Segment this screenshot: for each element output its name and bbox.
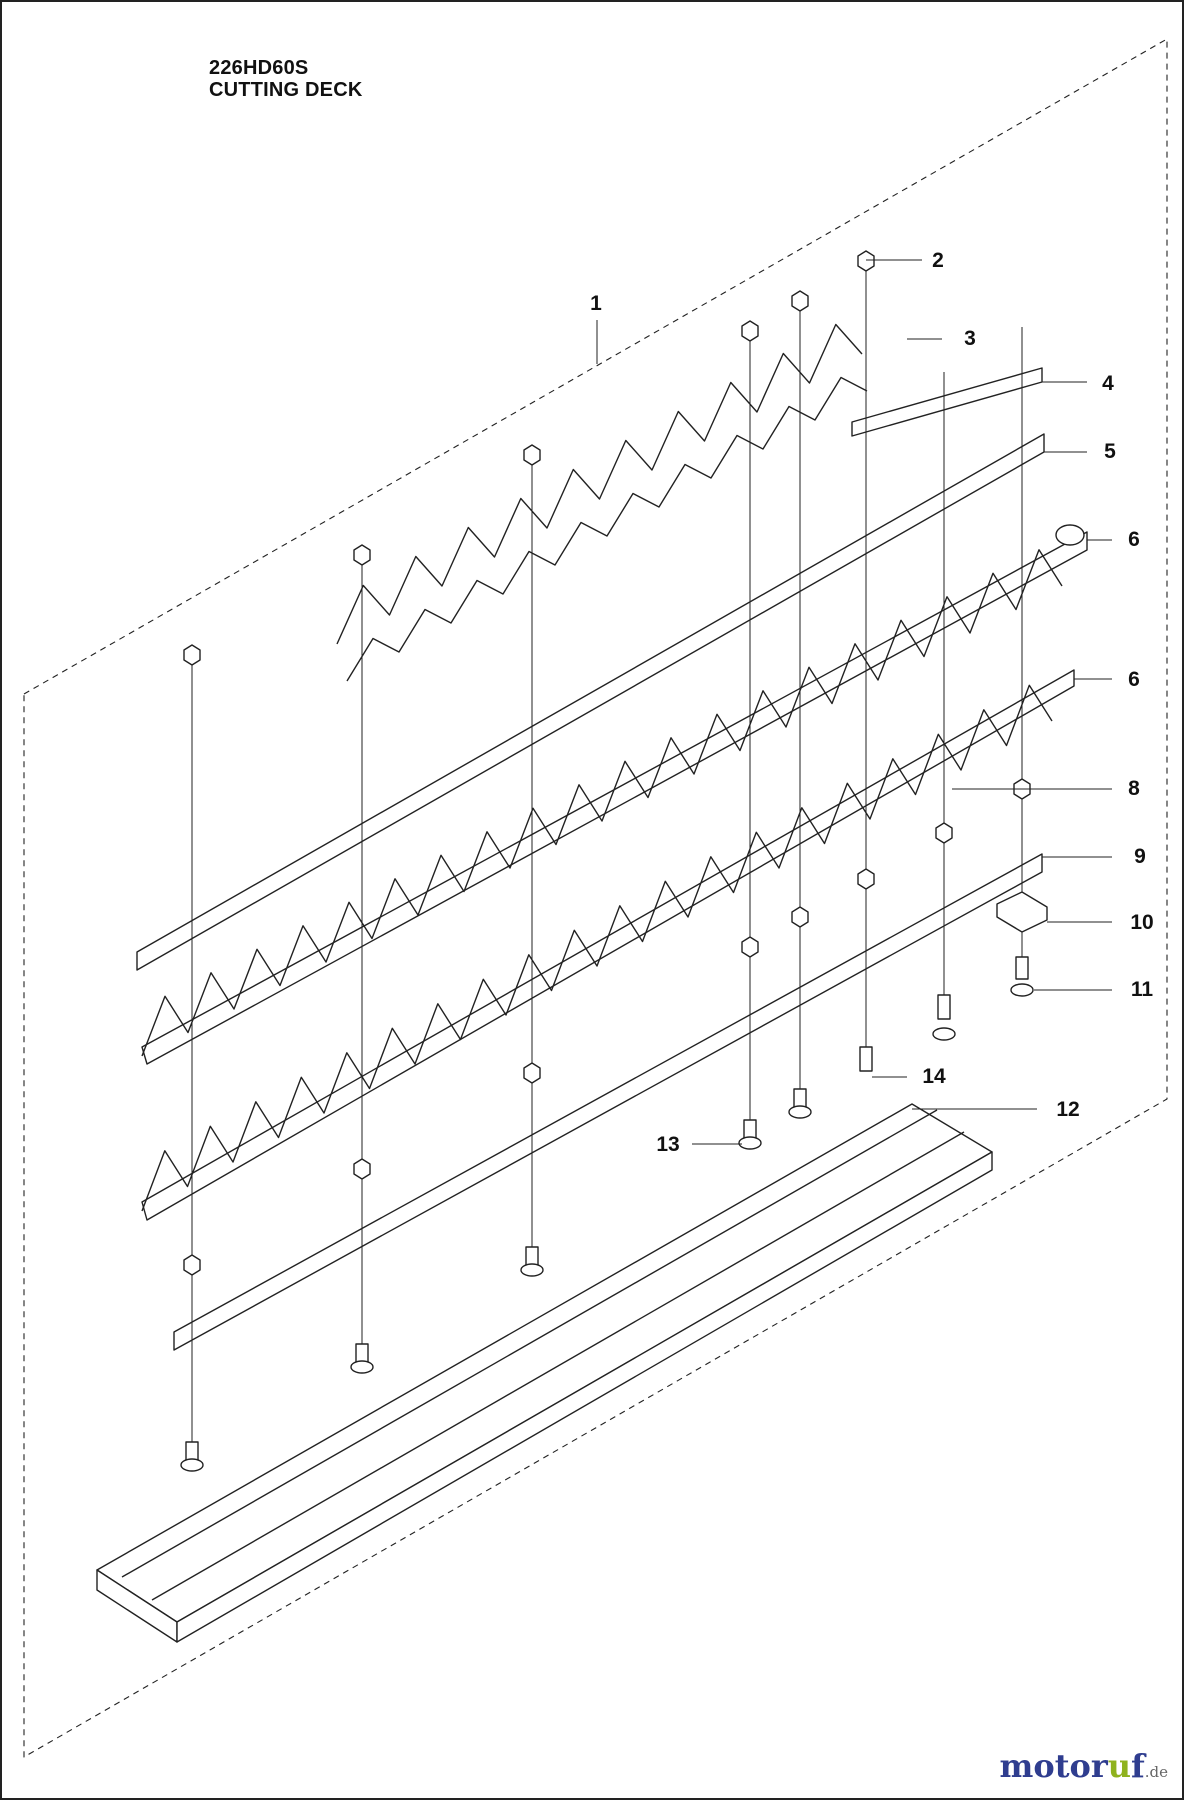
callout-part-13: 13: [656, 1133, 680, 1156]
pressure-bar-5: [136, 433, 1045, 971]
callout-part-9: 9: [1134, 845, 1146, 868]
top-nuts: [183, 250, 875, 666]
lower-blade-a: [141, 524, 1088, 1065]
callout-part-4: 4: [1102, 372, 1114, 395]
upper-blade: [336, 323, 868, 682]
pressure-bar-4: [851, 367, 1043, 437]
lower-blade-b: [141, 669, 1075, 1221]
callout-part-1: 1: [590, 292, 602, 315]
callout-part-10: 10: [1130, 911, 1154, 934]
callout-part-14: 14: [922, 1065, 946, 1088]
callout-part-2: 2: [932, 249, 944, 272]
leader-lines: [596, 259, 1112, 1145]
callout-part-11: 11: [1130, 978, 1154, 1001]
callout-part-8: 8: [1128, 777, 1140, 800]
callout-part-3: 3: [964, 327, 976, 350]
guide-rail: [96, 1103, 993, 1643]
callout-part-6b: 6: [1128, 668, 1140, 691]
bolt-axes: [191, 260, 1023, 1467]
callout-part-5: 5: [1104, 440, 1116, 463]
bottom-bolts: [180, 956, 1034, 1472]
bracket-10: [996, 891, 1048, 933]
bottom-bar-9: [173, 853, 1043, 1351]
lower-nuts: [183, 778, 1031, 1276]
watermark-logo: motoruf.de: [999, 1747, 1168, 1785]
callout-part-6a: 6: [1128, 528, 1140, 551]
callout-part-12: 12: [1056, 1098, 1080, 1121]
assembly-boundary: [23, 38, 1168, 1758]
section-title: CUTTING DECK: [209, 79, 363, 101]
model-number: 226HD60S: [209, 57, 309, 79]
